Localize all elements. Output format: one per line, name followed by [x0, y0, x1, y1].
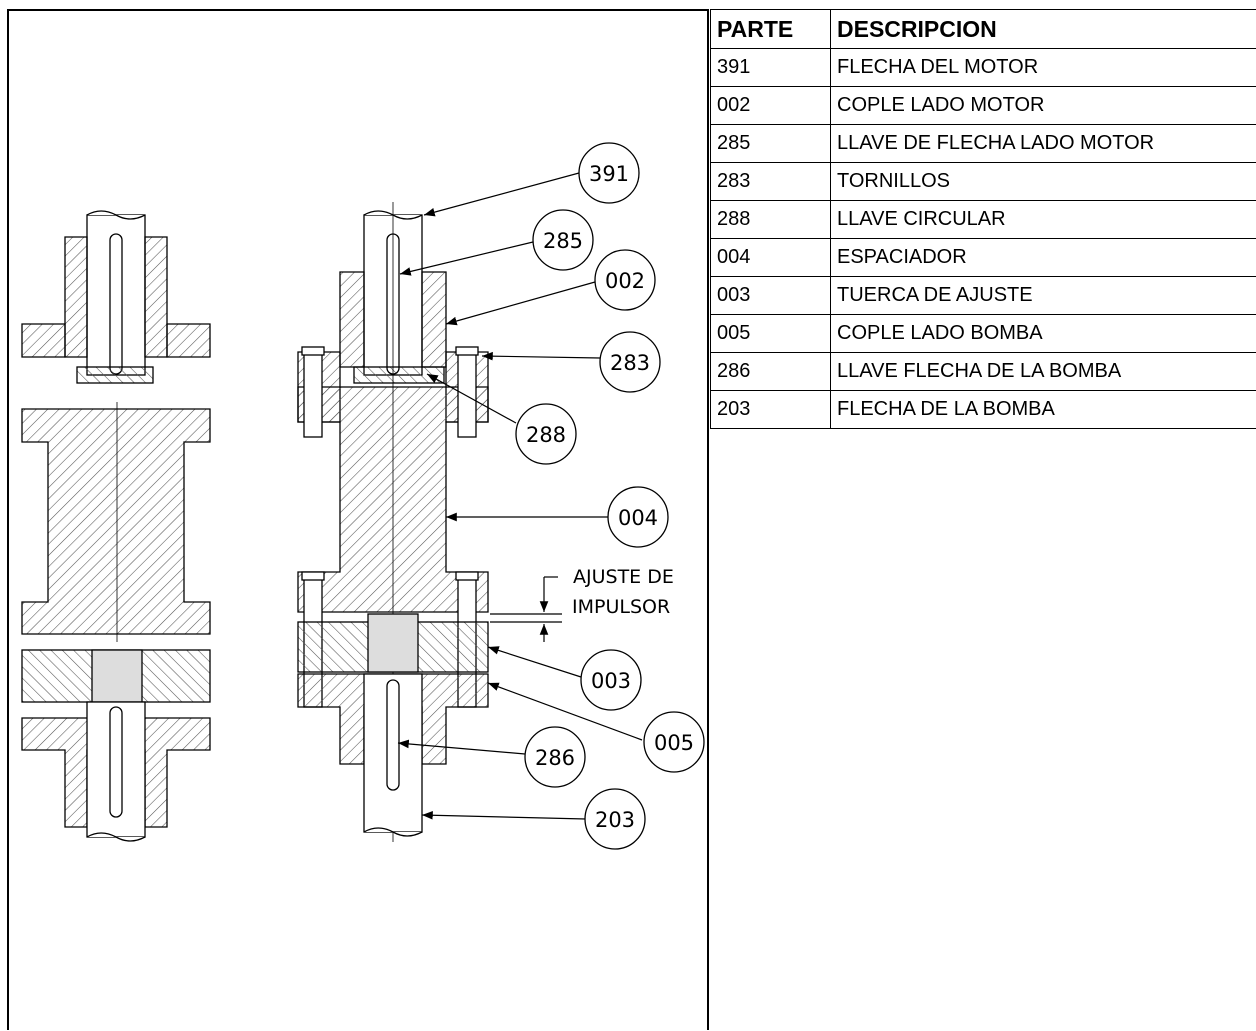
- part-description: COPLE LADO BOMBA: [831, 315, 1256, 353]
- exploded-motor-shaft: [87, 211, 145, 375]
- drawing-area: AJUSTE DE IMPULSOR 391 285 002 283: [7, 9, 709, 1030]
- callout-label-005: 005: [654, 731, 694, 755]
- part-description: LLAVE CIRCULAR: [831, 201, 1256, 239]
- exploded-circular-key: [77, 367, 153, 383]
- callout-label-003: 003: [591, 669, 631, 693]
- part-description: LLAVE FLECHA DE LA BOMBA: [831, 353, 1256, 391]
- part-number: 005: [711, 315, 831, 353]
- impeller-adjust-note-line1: AJUSTE DE: [573, 566, 674, 588]
- parts-table-header-row: PARTE DESCRIPCION: [711, 10, 1256, 49]
- header-part: PARTE: [711, 10, 831, 49]
- part-number: 288: [711, 201, 831, 239]
- part-number: 203: [711, 391, 831, 429]
- callout-label-002: 002: [605, 269, 645, 293]
- part-number: 286: [711, 353, 831, 391]
- exploded-spacer: [22, 402, 210, 642]
- exploded-pump-hub: [22, 702, 210, 841]
- impeller-adjust-note-line2: IMPULSOR: [572, 596, 670, 618]
- callout-label-286: 286: [535, 746, 575, 770]
- part-number: 283: [711, 163, 831, 201]
- part-number: 003: [711, 277, 831, 315]
- part-number: 285: [711, 125, 831, 163]
- assembled-view: [298, 202, 488, 842]
- part-description: FLECHA DE LA BOMBA: [831, 391, 1256, 429]
- part-number: 391: [711, 49, 831, 87]
- exploded-adjust-nut: [22, 650, 210, 702]
- impeller-adjust-dimension: [490, 577, 562, 642]
- coupling-drawing: AJUSTE DE IMPULSOR 391 285 002 283: [9, 11, 709, 1031]
- part-description: COPLE LADO MOTOR: [831, 87, 1256, 125]
- callout-label-004: 004: [618, 506, 658, 530]
- part-description: FLECHA DEL MOTOR: [831, 49, 1256, 87]
- part-number: 004: [711, 239, 831, 277]
- part-description: TUERCA DE AJUSTE: [831, 277, 1256, 315]
- callout-label-391: 391: [589, 162, 629, 186]
- header-description: DESCRIPCION: [831, 10, 1256, 49]
- callout-label-288: 288: [526, 423, 566, 447]
- callout-label-203: 203: [595, 808, 635, 832]
- part-number: 002: [711, 87, 831, 125]
- part-description: TORNILLOS: [831, 163, 1256, 201]
- assembled-pump-hub: [298, 674, 488, 836]
- exploded-view: [22, 211, 210, 841]
- part-description: LLAVE DE FLECHA LADO MOTOR: [831, 125, 1256, 163]
- callout-label-283: 283: [610, 351, 650, 375]
- part-description: ESPACIADOR: [831, 239, 1256, 277]
- callout-label-285: 285: [543, 229, 583, 253]
- assembled-circular-key: [354, 367, 444, 383]
- assembled-adjust-nut: [298, 614, 488, 672]
